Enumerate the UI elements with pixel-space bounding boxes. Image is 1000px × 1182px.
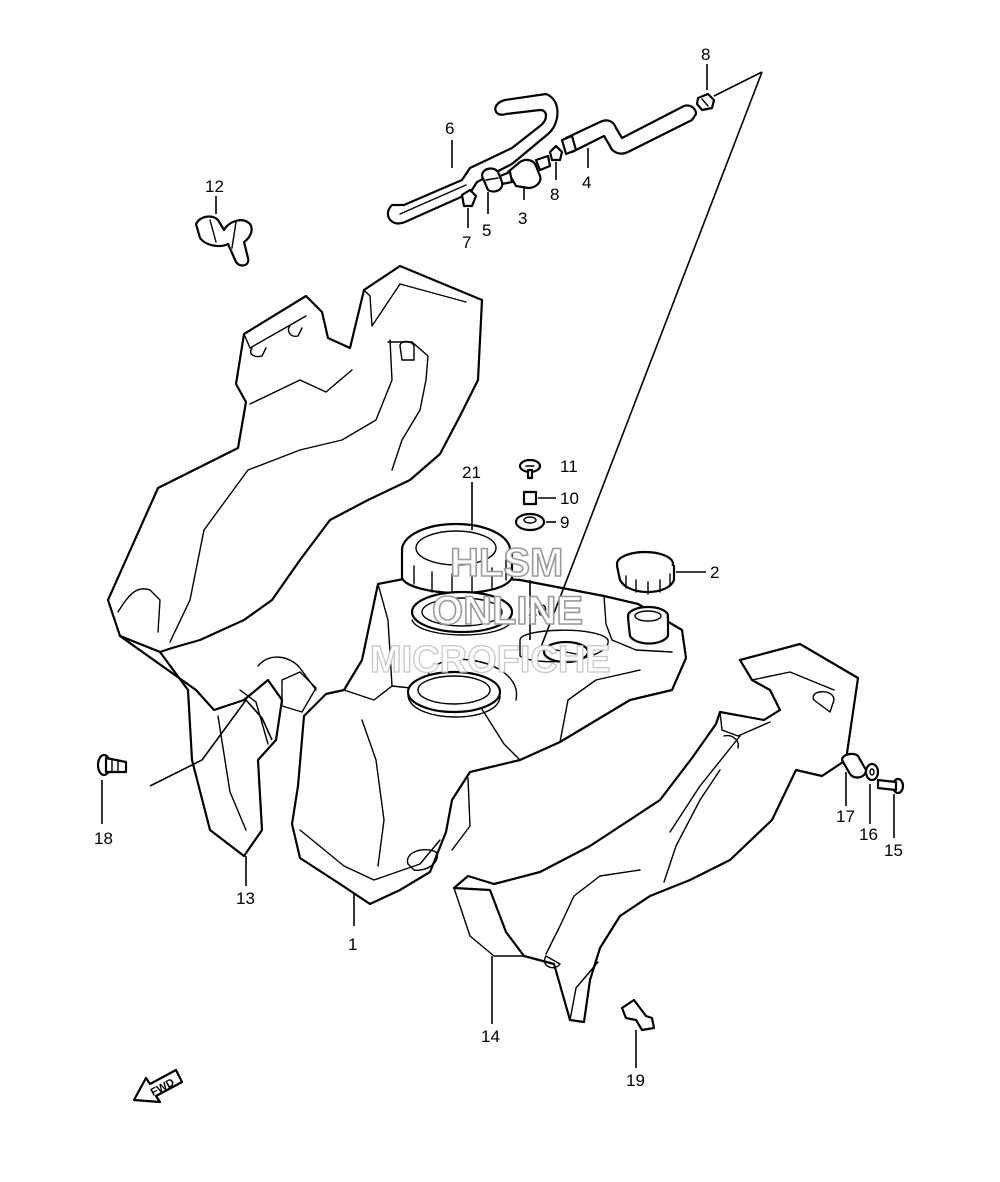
- bolt-11: [518, 458, 542, 480]
- leader-lines: [101, 64, 895, 1068]
- fwd-label: FWD: [149, 1076, 177, 1098]
- callout-18: 18: [94, 829, 113, 848]
- clamp-5: [480, 167, 504, 193]
- valve-3: [498, 154, 552, 190]
- clamp-8-top: [695, 92, 716, 112]
- callout-20: 20: [528, 601, 547, 620]
- callout-7: 7: [462, 233, 471, 252]
- fuel-cap-2: [615, 550, 676, 595]
- breather-hose-6: [386, 92, 559, 225]
- callout-6: 6: [445, 119, 454, 138]
- callout-21: 21: [462, 463, 481, 482]
- callout-5: 5: [482, 221, 491, 240]
- bolt-15: [876, 777, 905, 795]
- callout-9: 9: [560, 513, 569, 532]
- callout-3: 3: [518, 209, 527, 228]
- collar-10: [522, 490, 538, 506]
- callout-17: 17: [836, 807, 855, 826]
- washer-16: [864, 762, 880, 782]
- left-tank-cover-13: [106, 264, 484, 858]
- callout-16: 16: [859, 825, 878, 844]
- filler-neck: [626, 605, 670, 645]
- callout-15: 15: [884, 841, 903, 860]
- watermark-line-2: ONLINE: [432, 589, 583, 633]
- pump-seal-ring: [410, 590, 514, 636]
- fuel-tank-1: [290, 572, 688, 906]
- callout-12: 12: [205, 177, 224, 196]
- callout-19: 19: [626, 1071, 645, 1090]
- right-tank-cover-14: [452, 642, 860, 1024]
- watermark: HLSM ONLINE MICROFICHE: [369, 540, 611, 681]
- forward-direction-marker: FWD: [132, 1068, 184, 1104]
- clip-19: [620, 998, 656, 1032]
- bolt-18: [96, 753, 128, 777]
- callout-10: 10: [560, 489, 579, 508]
- fuel-pump-opening: [406, 670, 502, 718]
- grommet-9: [514, 512, 546, 532]
- callout-labels: 1 2 3 4 5 6 7 8 8 9 10 11 12 13 14 15 16…: [94, 45, 903, 1090]
- callout-13: 13: [236, 889, 255, 908]
- callout-1: 1: [348, 935, 357, 954]
- clamp-7: [460, 188, 478, 208]
- fuel-sender-20: [542, 640, 590, 664]
- hose-clamp-12: [194, 215, 253, 267]
- callout-2: 2: [710, 563, 719, 582]
- clamp-8-mid: [548, 144, 564, 162]
- watermark-line-1: HLSM: [450, 541, 563, 585]
- callout-4: 4: [582, 173, 591, 192]
- callout-8-mid: 8: [550, 185, 559, 204]
- callout-11: 11: [560, 457, 578, 476]
- callout-8-top: 8: [701, 45, 710, 64]
- breather-hose-4: [560, 104, 698, 156]
- callout-14: 14: [481, 1027, 500, 1046]
- watermark-line-3: MICROFICHE: [370, 639, 611, 681]
